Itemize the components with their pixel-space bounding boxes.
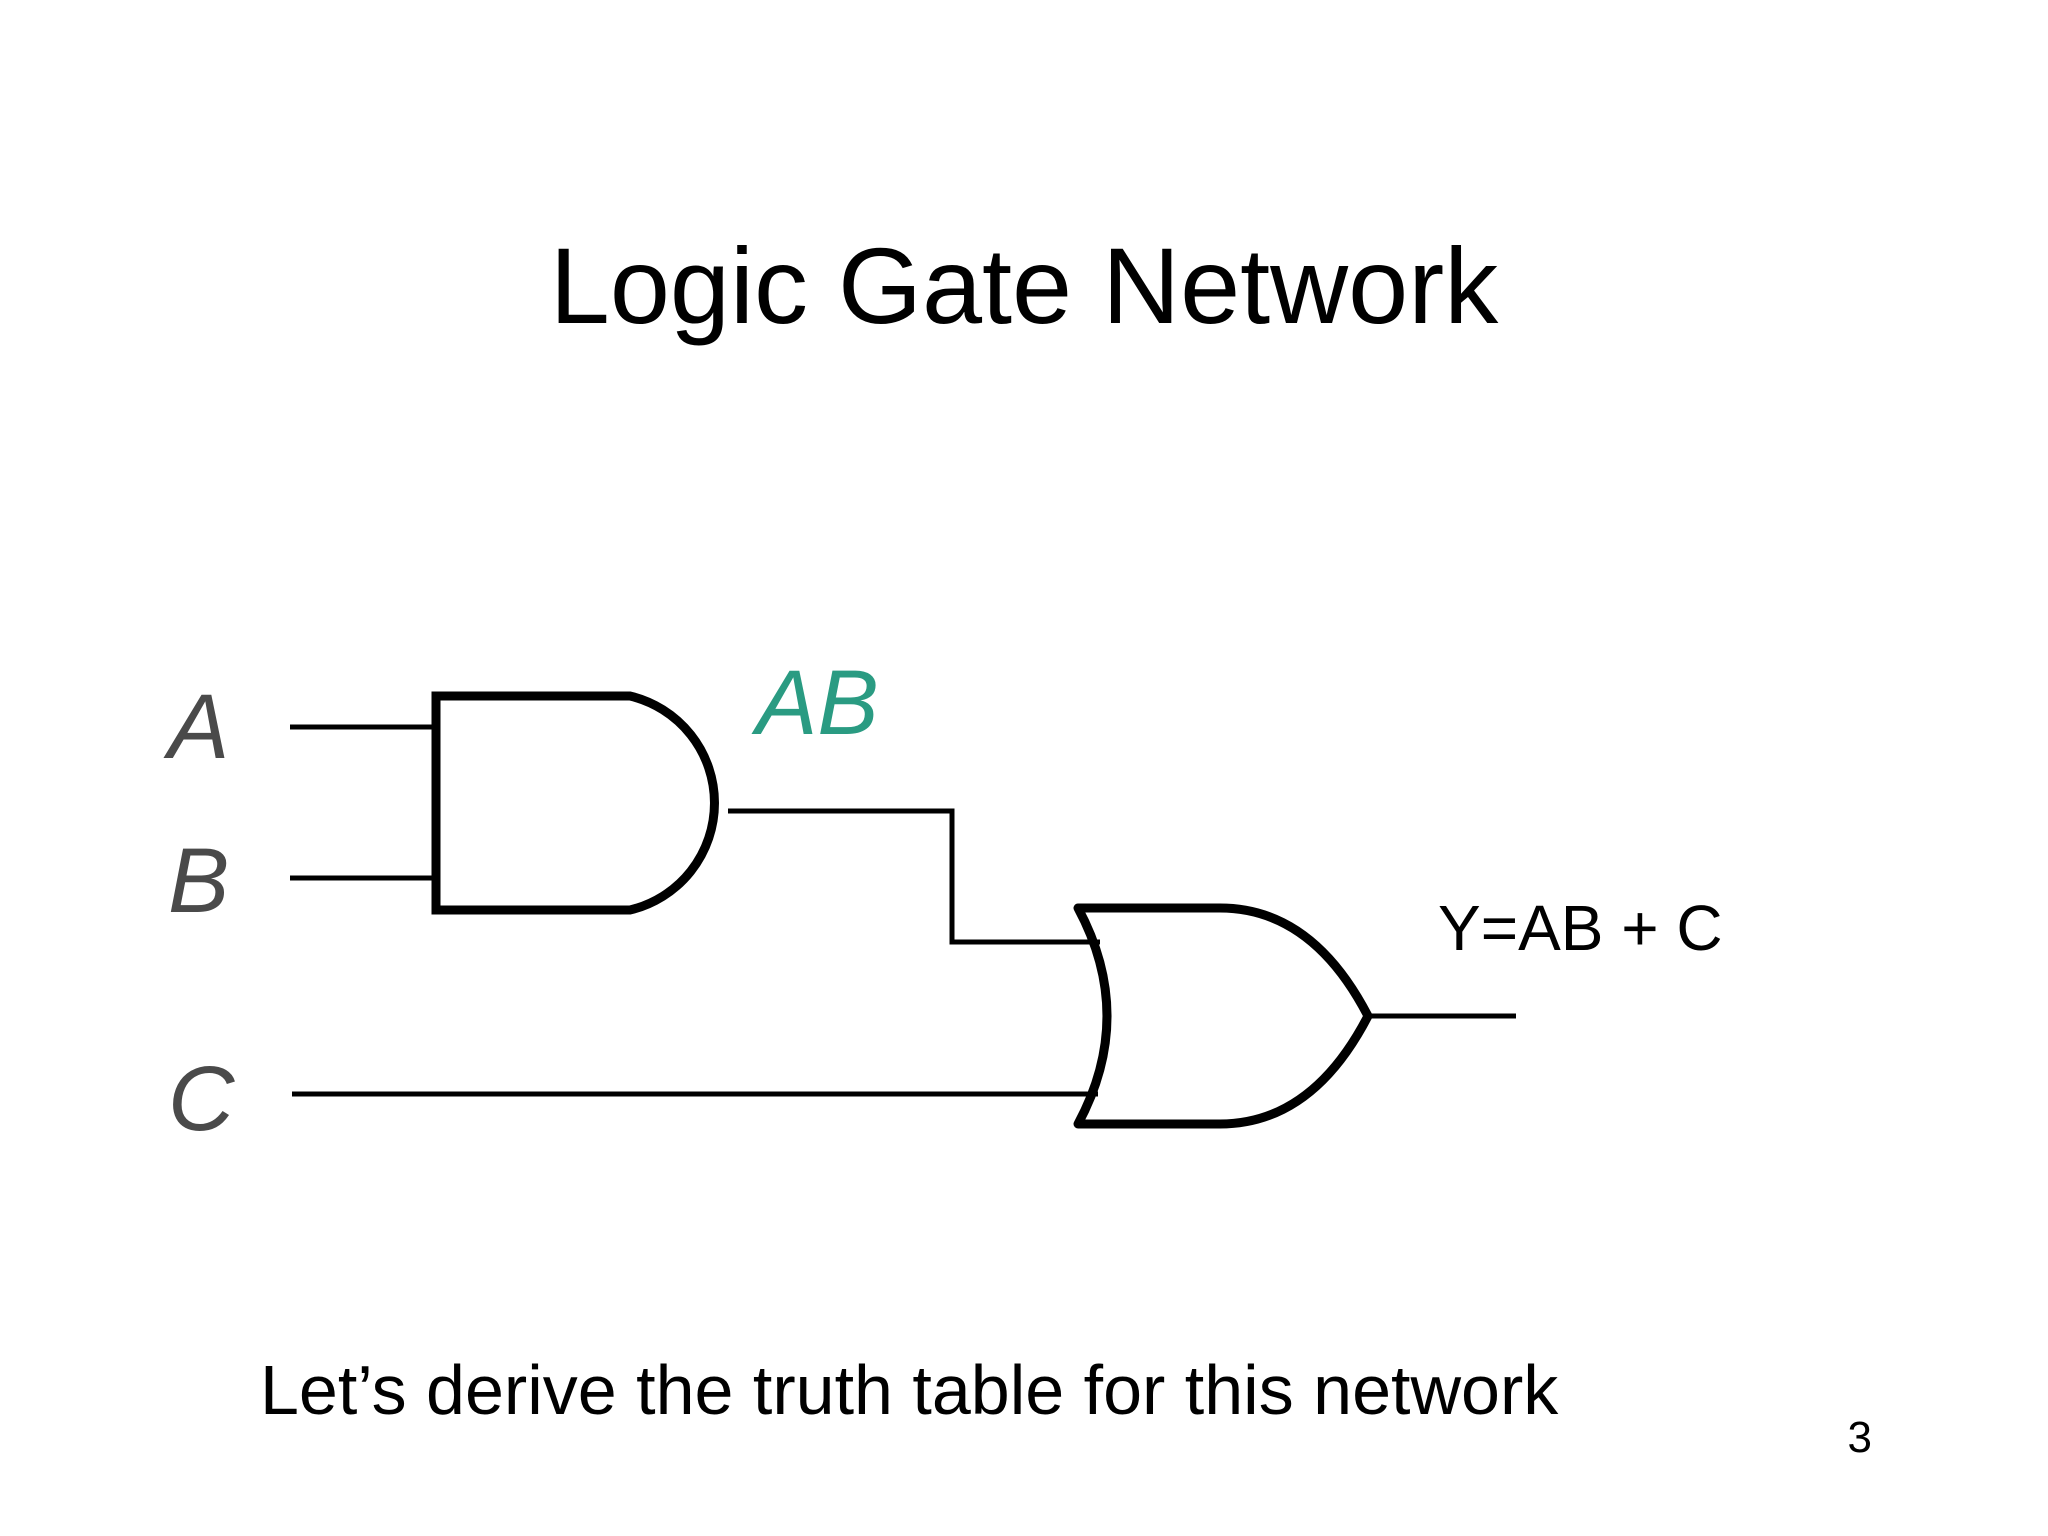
and-gate — [431, 691, 719, 915]
slide-subtitle: Let’s derive the truth table for this ne… — [260, 1351, 1559, 1429]
input-label-c: C — [168, 1048, 235, 1150]
input-label-a: A — [163, 676, 229, 778]
intermediate-label-ab: AB — [751, 652, 879, 754]
slide-title: Logic Gate Network — [549, 225, 1499, 346]
page-number: 3 — [1847, 1413, 1872, 1462]
or-gate — [1073, 903, 1373, 1129]
input-label-b: B — [168, 830, 229, 932]
output-expression: Y=AB + C — [1438, 892, 1723, 964]
wire-ab — [728, 808, 1100, 945]
